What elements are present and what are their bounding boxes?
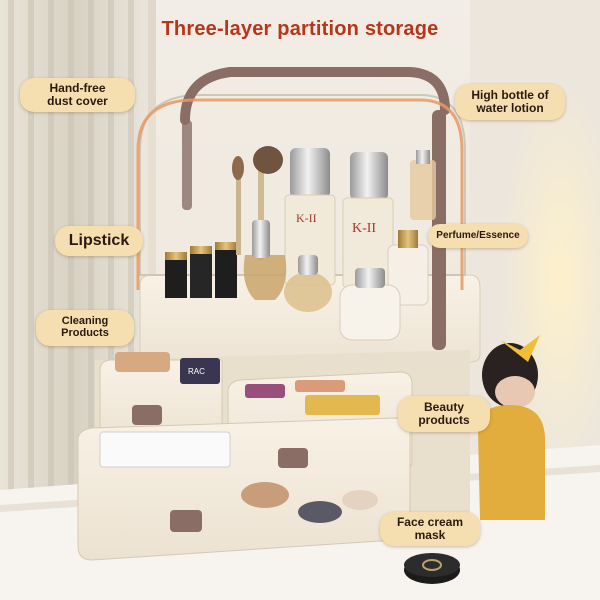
- lipstick-cap-3: [215, 242, 237, 250]
- label-dust-cover: Hand-free dust cover: [20, 78, 135, 112]
- perfume-bottle-gold: [243, 255, 287, 300]
- label-cleaning-products: Cleaning Products: [36, 310, 134, 346]
- cover-handle: [180, 67, 450, 125]
- label-water-lotion: High bottle of water lotion: [455, 84, 565, 120]
- drawer-brand-text: RAC: [188, 367, 205, 376]
- label-perfume-essence: Perfume/Essence: [428, 224, 528, 248]
- figurine-body: [478, 405, 545, 520]
- lotion-cap: [355, 268, 385, 288]
- label-beauty-products: Beauty products: [398, 396, 490, 432]
- faceted-perfume: [284, 272, 332, 312]
- cream-jar: [241, 482, 289, 508]
- cream-jar-dark: [298, 501, 342, 523]
- drawer-handle-right: [278, 448, 308, 468]
- toner-cap-left: [290, 148, 330, 198]
- lipstick-2: [190, 252, 212, 298]
- lipstick-cap-1: [165, 252, 187, 260]
- drawer-handle-bottom: [170, 510, 202, 532]
- cushion-lid: [404, 553, 460, 577]
- side-strap-left: [182, 120, 192, 210]
- label-lipstick: Lipstick: [55, 226, 143, 256]
- drawer-product-box: [180, 358, 220, 384]
- brush-handle-1: [236, 175, 241, 255]
- brush-head-2: [253, 146, 283, 174]
- lipstick-1: [165, 258, 187, 298]
- perfume-pump: [416, 150, 430, 164]
- lotion-bottle: [339, 284, 401, 341]
- faceted-perfume-cap: [298, 255, 318, 275]
- perfume-bottle-cap: [252, 220, 270, 258]
- figurine-face: [495, 376, 535, 408]
- lipstick-3: [215, 248, 237, 298]
- brush-head-1: [232, 156, 244, 180]
- brush-handle-2: [258, 170, 264, 260]
- sheet-mask-box: [99, 431, 231, 468]
- label-face-cream-mask: Face cream mask: [380, 512, 480, 546]
- cream-jar-light: [342, 490, 378, 510]
- makeup-palette: [245, 384, 285, 398]
- powder-compact: [115, 352, 170, 372]
- cover-highlight: [136, 98, 464, 290]
- figurine-bow: [500, 335, 540, 362]
- page-title: Three-layer partition storage: [161, 18, 439, 40]
- drawer-handle-left: [132, 405, 162, 425]
- cabinet-frame: [148, 0, 156, 500]
- perfume-bottle-tall: [410, 160, 436, 220]
- gold-product-box: [305, 395, 380, 415]
- bottle-right-text: K-II: [352, 221, 376, 236]
- toner-cap-right: [350, 152, 388, 200]
- lipstick-cap-2: [190, 246, 212, 254]
- cushion-logo: [422, 559, 442, 571]
- essence-cap: [398, 230, 418, 248]
- lipstick-tube: [295, 380, 345, 392]
- bottle-left-text: K-II: [296, 211, 317, 225]
